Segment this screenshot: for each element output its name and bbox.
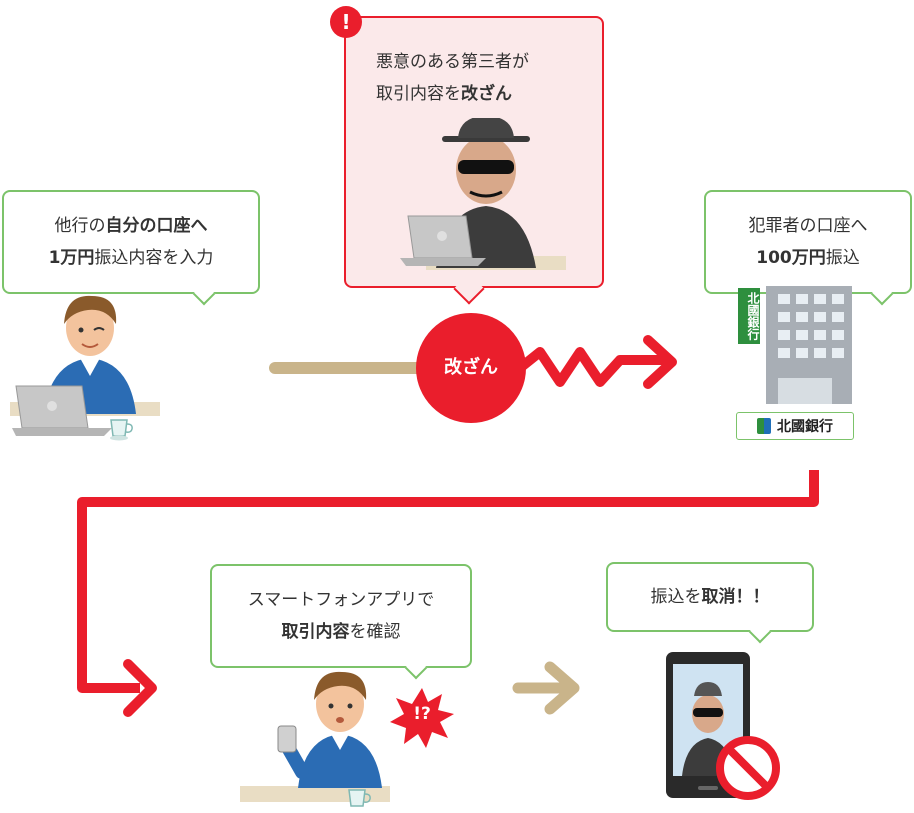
cancel-caption-bold: 取消！！ bbox=[701, 587, 770, 607]
user-caption-bold1: 自分の口座へ bbox=[105, 216, 208, 236]
bank-bubble: 犯罪者の口座へ 100万円振込 bbox=[704, 190, 912, 294]
confirm-bubble: スマートフォンアプリで 取引内容を確認 bbox=[210, 564, 472, 668]
attacker-caption: 悪意のある第三者が 取引内容を改ざん bbox=[376, 46, 529, 110]
cancel-caption: 振込を bbox=[650, 587, 702, 607]
laptop-icon bbox=[400, 215, 486, 266]
attacker-caption-bold: 改ざん bbox=[461, 84, 512, 104]
bank-caption-line2: 振込 bbox=[825, 248, 860, 268]
bank-caption-amount: 100万円 bbox=[756, 248, 826, 268]
coffee-cup-icon bbox=[110, 419, 133, 441]
return-flow-line bbox=[77, 470, 819, 693]
laptop-icon bbox=[12, 385, 112, 436]
user-caption-amount: 1万円 bbox=[48, 248, 95, 268]
tampered-flow-zigzag bbox=[516, 347, 670, 387]
surprise-badge: !? bbox=[413, 704, 431, 724]
confused-user-figure bbox=[240, 671, 390, 802]
attacker-panel: 悪意のある第三者が 取引内容を改ざん bbox=[344, 16, 604, 288]
cancel-bubble: 振込を取消！！ bbox=[606, 562, 814, 632]
user-caption-line2: 振込内容を入力 bbox=[94, 248, 214, 268]
bank-caption-line1: 犯罪者の口座へ bbox=[748, 216, 868, 236]
user-input-bubble: 他行の自分の口座へ 1万円振込内容を入力 bbox=[2, 190, 260, 294]
confirm-caption-line2: を確認 bbox=[349, 622, 401, 642]
coffee-cup-icon bbox=[348, 789, 371, 807]
return-flow-arrowhead bbox=[123, 659, 157, 717]
alert-badge: ! bbox=[330, 6, 362, 38]
tamper-badge: 改ざん bbox=[416, 313, 526, 423]
bank-logo-mark-icon bbox=[757, 418, 771, 434]
attacker-caption-line1: 悪意のある第三者が bbox=[376, 52, 529, 72]
surprise-burst-icon bbox=[390, 688, 454, 748]
bank-logo: 北國銀行 bbox=[736, 412, 854, 440]
arrow-icon bbox=[544, 661, 580, 715]
user-caption-line1: 他行の bbox=[54, 216, 106, 236]
bank-sign: 北國銀行 bbox=[738, 288, 760, 344]
attacker-caption-line2: 取引内容を bbox=[376, 84, 461, 104]
confirm-caption-line1: スマートフォンアプリで bbox=[247, 590, 435, 610]
bank-logo-text: 北國銀行 bbox=[777, 419, 833, 435]
building-icon bbox=[766, 286, 852, 404]
smartphone-icon bbox=[666, 652, 780, 800]
tampered-flow-arrowhead bbox=[643, 335, 677, 389]
confirm-caption-bold: 取引内容 bbox=[281, 622, 350, 642]
